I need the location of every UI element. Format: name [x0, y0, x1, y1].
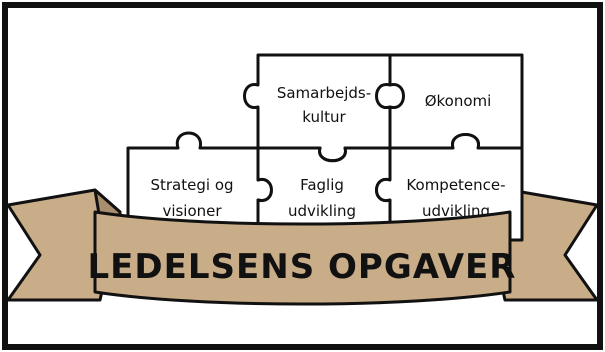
label-okonomi: Økonomi: [425, 92, 492, 110]
label-faglig-line2: udvikling: [288, 202, 356, 220]
label-strategi-line1: Strategi og: [150, 176, 233, 194]
banner-title: LEDELSENS OPGAVER: [88, 247, 517, 287]
label-faglig-line1: Faglig: [300, 176, 344, 194]
label-samarbejdskultur-line2: kultur: [302, 108, 346, 126]
label-kompetence-line1: Kompetence-: [406, 176, 505, 194]
label-strategi-line2: visioner: [162, 202, 222, 220]
label-samarbejdskultur-line1: Samarbejds-: [277, 84, 371, 102]
puzzle-piece-kompetence: [375, 133, 524, 242]
ribbon-banner: [93, 210, 512, 306]
